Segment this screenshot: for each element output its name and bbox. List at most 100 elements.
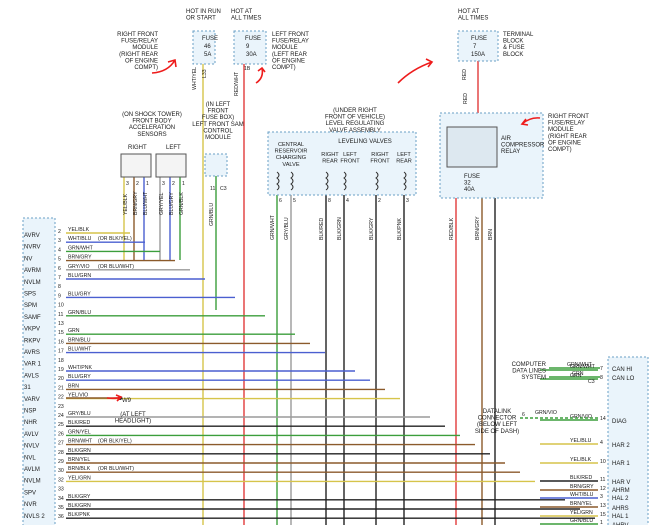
left-module-pin-number: 16 xyxy=(58,339,64,345)
text-line: (RIGHT REAR xyxy=(548,134,588,140)
left-module-wire-alt: (OR BLK/YEL) xyxy=(98,439,132,445)
left-module-box xyxy=(22,217,56,525)
text-line: HEADLIGHT) xyxy=(115,419,151,425)
text-line: OF ENGINE xyxy=(548,140,581,146)
left-module-wire-label: GRN/BLU xyxy=(68,310,91,316)
sensor-right-wire-label: BLU/WHT xyxy=(143,191,149,215)
left-module-wire-label: BLK/GRN xyxy=(68,503,91,509)
text-line: (BELOW LEFT xyxy=(477,422,517,428)
right-module-pin-name: HAR 1 xyxy=(612,461,630,467)
left-module-pin-name: AVLS xyxy=(24,373,39,379)
right-module-wire-label: GRN/VIO xyxy=(570,414,592,420)
fuse-7-amp: 150A xyxy=(471,52,485,58)
sensor-left-wire-label: GRY/YEL xyxy=(159,192,165,215)
text-line: OR START xyxy=(186,16,216,22)
right-module-wire-label: BRN/GRY xyxy=(570,484,594,490)
left-module-wire-label: WHT/PNK xyxy=(68,365,92,371)
text-line: BLOCK xyxy=(503,52,523,58)
fuse-46-amp: 5A xyxy=(204,52,211,58)
left-module-wire-label: BRN/YEL xyxy=(68,457,90,463)
sensor-left-pin: 2 xyxy=(172,181,175,187)
left-module-pin-number: 2 xyxy=(58,229,61,235)
text-line: MODULE xyxy=(548,127,574,133)
left-module-pin-number: 18 xyxy=(58,358,64,364)
sensor-right-pin: 3 xyxy=(126,181,129,187)
sensor-right-pin: 1 xyxy=(146,181,149,187)
right-module-pin-name: HAL 1 xyxy=(612,514,629,520)
text-line: CHARGING xyxy=(276,155,306,161)
left-module-pin-name: NVRV xyxy=(24,245,41,251)
valve-pin: 3 xyxy=(406,198,409,204)
left-module-pin-name: RKPV xyxy=(24,338,40,344)
text-line: (ON SHOCK TOWER) xyxy=(122,112,182,118)
left-module-wire-label: BLK/GRY xyxy=(68,494,91,500)
left-module-pin-name: AVRS xyxy=(24,350,40,356)
left-module-pin-name: SAMF xyxy=(24,315,41,321)
left-module-pin-number: 7 xyxy=(58,275,61,281)
left-module-wire-label: YEL/BLK xyxy=(68,227,90,233)
text-line: FUSE/RELAY xyxy=(272,39,309,45)
right-module-pin-number: 12 xyxy=(600,486,606,492)
left-module-pin-name: NVL xyxy=(24,455,36,461)
left-module-pin-name: VKPV xyxy=(24,327,40,333)
fuse-7-wire: RED xyxy=(462,69,468,80)
right-module-pin-name: CAN LO xyxy=(612,376,635,382)
leveling-valve-label: REAR xyxy=(396,159,412,165)
valve-coil xyxy=(375,171,379,191)
datalink-pin: 6 xyxy=(522,412,525,418)
wire-layer: YEL/BLK3BRN/GRY2BLU/WHT1GRY/YEL3BLU/GRY2… xyxy=(66,61,600,525)
text-line: RIGHT FRONT xyxy=(548,114,589,120)
leveling-valves-label: LEVELING VALVES xyxy=(338,139,391,145)
valve-wire-label: BLK/GRN xyxy=(337,217,343,240)
leveling-valve-label: RIGHT xyxy=(321,152,339,158)
valve-wire-label: GRN/WHT xyxy=(270,214,276,240)
text-line: (UNDER RIGHT xyxy=(333,108,377,114)
valve-coil xyxy=(403,171,407,191)
left-module-pin-number: 6 xyxy=(58,266,61,272)
right-module-box xyxy=(607,356,649,525)
left-module-pin-number: 21 xyxy=(58,385,64,391)
right-module-pin-name: AHRV xyxy=(612,523,629,525)
left-module-wire-label: GRY/VIO xyxy=(68,264,90,270)
computer-connector: C3 xyxy=(588,379,595,385)
leveling-valve-label: LEFT xyxy=(397,152,411,158)
fuse-46-box xyxy=(192,30,216,65)
sensor-left-pin: 3 xyxy=(162,181,165,187)
left-module-pin-name: AVRM xyxy=(24,268,41,274)
left-module-wire-label: BRN/BLK xyxy=(68,466,91,472)
text-line: VALVE ASSEMBLY xyxy=(329,128,381,134)
right-module-pin-number: 15 xyxy=(600,512,606,518)
text-line: TERMINAL xyxy=(503,32,534,38)
left-module-pin-name: VARV xyxy=(24,397,40,403)
datalink-wire-label: GRN/VIO xyxy=(535,410,557,416)
relay-wire-label: BRN/GRY xyxy=(475,216,481,240)
sensor-left-wire-label: GRN/BLK xyxy=(179,192,185,215)
text-line: SYSTEM xyxy=(521,375,546,381)
fuse-9-amp: 30A xyxy=(246,52,257,58)
left-module-pin-number: 13 xyxy=(58,321,64,327)
right-module-pin-name: HAR 2 xyxy=(612,443,630,449)
fuse-46-name: FUSE xyxy=(202,36,218,42)
fuse-7-box xyxy=(457,30,499,62)
left-module-pin-number: 26 xyxy=(58,431,64,437)
arrow-fuse9 xyxy=(255,66,266,84)
left-module-pin-number: 11 xyxy=(58,312,63,318)
valve-wire-label: BLK/RED xyxy=(319,218,325,240)
fuse-46-number: 46 xyxy=(204,44,211,50)
valve-coil xyxy=(343,171,347,191)
sensor-right-box xyxy=(120,153,152,178)
text-line: SIDE OF DASH) xyxy=(475,429,519,435)
text-line: MODULE xyxy=(132,45,158,51)
sensor-right-wire-label: YEL/BLK xyxy=(123,193,129,215)
right-module-wire-label: YEL/BLU xyxy=(570,438,592,444)
text-line: FRONT BODY xyxy=(132,119,171,125)
